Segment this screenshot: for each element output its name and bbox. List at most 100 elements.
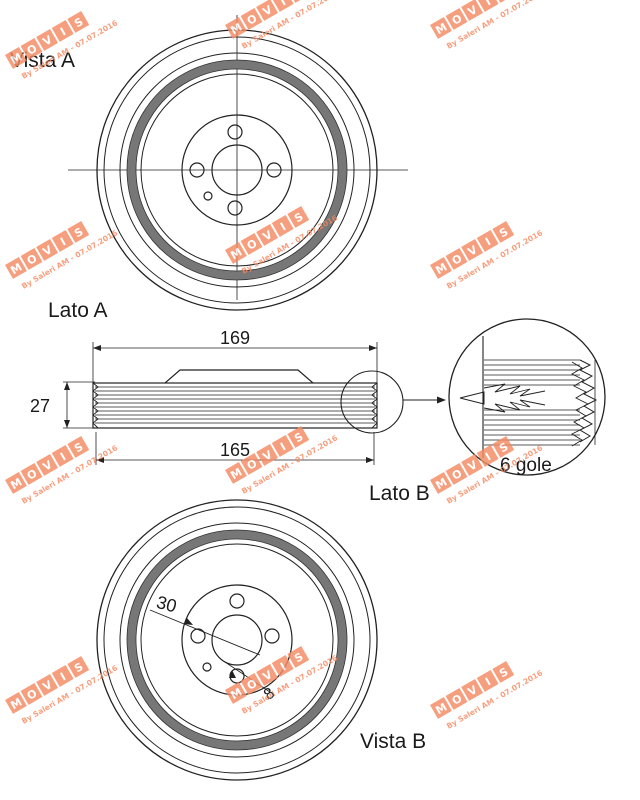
watermark-tile xyxy=(271,435,294,457)
arrow-icon xyxy=(437,396,446,404)
watermark-tile xyxy=(476,670,499,692)
watermark-tile xyxy=(20,683,43,705)
bolt-hole xyxy=(229,593,245,609)
grooves-label: 6 gole xyxy=(500,455,552,476)
watermark-tile xyxy=(67,11,90,33)
rubber-ring-outer xyxy=(119,52,355,288)
watermark-tile xyxy=(240,233,263,255)
hub-outer xyxy=(140,543,334,737)
bolt-hole xyxy=(227,124,243,140)
watermark-tile xyxy=(256,0,279,21)
watermark-tile xyxy=(225,17,247,39)
watermark-tile xyxy=(67,436,90,458)
watermark-tile xyxy=(445,248,468,270)
rubber-ring xyxy=(126,59,348,281)
hub-flange xyxy=(181,114,293,226)
watermark-tile xyxy=(36,674,59,696)
center-bore xyxy=(211,614,263,666)
hub-outer xyxy=(140,73,334,267)
watermark-tile xyxy=(492,661,515,683)
watermark-letter: I xyxy=(278,220,288,233)
rubber-ring-outer xyxy=(119,522,355,758)
watermark-tile xyxy=(271,655,294,677)
belt-diameter-label: 165 xyxy=(220,440,250,460)
width-label: 27 xyxy=(30,396,50,416)
watermark-tile xyxy=(445,463,468,485)
watermark-letter: I xyxy=(58,235,68,248)
outer-rim-inner xyxy=(103,506,371,774)
watermark-tile xyxy=(476,230,499,252)
watermark-tile xyxy=(36,454,59,476)
side-b-label: Lato B xyxy=(369,482,430,505)
watermark-tile xyxy=(240,453,263,475)
watermark-letter: I xyxy=(278,660,288,673)
watermark-letter: I xyxy=(278,440,288,453)
view-a xyxy=(68,15,408,311)
pin-hole xyxy=(203,191,213,201)
watermark-tile xyxy=(430,17,452,39)
watermark-tile xyxy=(461,679,484,701)
watermark-tile xyxy=(445,8,468,30)
hole-leader xyxy=(224,661,271,693)
watermark-tile xyxy=(271,0,294,12)
pulley-body xyxy=(92,382,378,429)
watermark-tile xyxy=(51,20,74,42)
side-a-label: Lato A xyxy=(48,299,108,322)
watermark-tile xyxy=(67,656,90,678)
watermark-letter: I xyxy=(58,670,68,683)
watermark-letter: I xyxy=(483,450,493,463)
watermark-letter: I xyxy=(58,25,68,38)
watermark-tile xyxy=(240,673,263,695)
watermark-letter: I xyxy=(58,450,68,463)
hub-profile xyxy=(164,369,314,384)
watermark-tile xyxy=(287,646,310,668)
bolt-hole xyxy=(264,628,280,644)
side-view xyxy=(63,318,606,476)
watermark-tile xyxy=(5,472,27,494)
watermark-tile xyxy=(5,257,27,279)
watermark-tile xyxy=(256,444,279,466)
detail-magnified xyxy=(448,318,606,476)
rubber-ring xyxy=(126,529,348,751)
watermark-tile xyxy=(492,221,515,243)
bolt-hole xyxy=(189,162,205,178)
bolt-hole xyxy=(190,628,206,644)
watermark-tile xyxy=(20,463,43,485)
watermark-tile xyxy=(67,221,90,243)
outer-rim-inner xyxy=(103,36,371,304)
watermark-tile xyxy=(430,697,452,719)
watermark-tile xyxy=(51,445,74,467)
watermark-tile xyxy=(256,224,279,246)
watermark-tile xyxy=(225,242,247,264)
watermark-tile xyxy=(287,206,310,228)
watermark-letter: I xyxy=(483,235,493,248)
watermark-tile xyxy=(5,47,27,69)
bolt-hole xyxy=(227,200,243,216)
bolt-hole xyxy=(266,162,282,178)
watermark-tile xyxy=(271,215,294,237)
watermark-tile xyxy=(461,454,484,476)
watermark-tile xyxy=(36,29,59,51)
view-b xyxy=(96,499,378,781)
watermark-letter: I xyxy=(483,0,493,8)
outer-diameter-label: 169 xyxy=(220,328,250,348)
watermark-tile xyxy=(492,436,515,458)
watermark-letter: I xyxy=(483,675,493,688)
watermark-tile xyxy=(461,0,484,21)
watermark-tile xyxy=(240,8,263,30)
watermark-tile xyxy=(430,472,452,494)
pin-hole xyxy=(202,662,212,672)
watermark-tile xyxy=(51,230,74,252)
watermark-tile xyxy=(430,257,452,279)
view-b-label: Vista B xyxy=(360,730,426,753)
outer-rim xyxy=(96,499,378,781)
center-bore xyxy=(211,144,263,196)
watermark-tile xyxy=(20,248,43,270)
